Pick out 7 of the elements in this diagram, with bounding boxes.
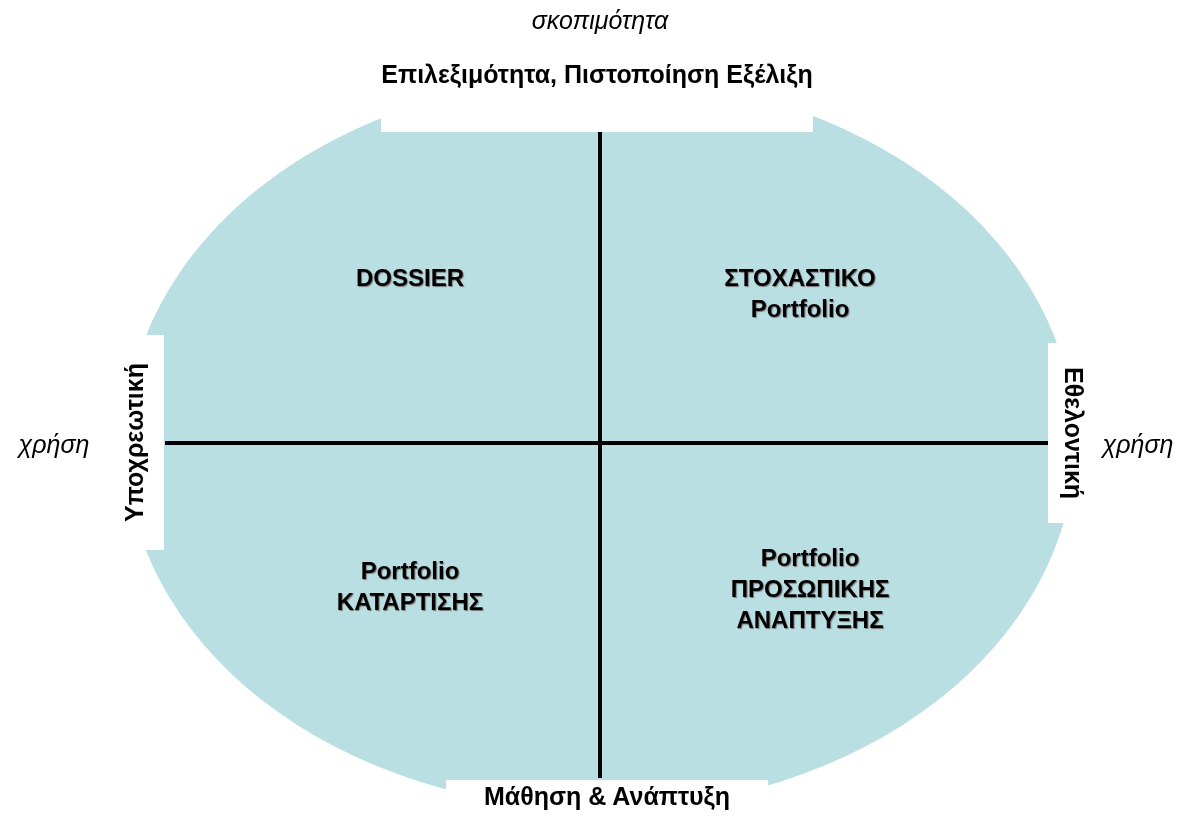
- axis-title: χρήση: [16, 429, 91, 460]
- quadrant-label: Portfolio ΚΑΤΑΡΤΙΣΗΣ: [335, 556, 485, 618]
- axis-title: χρήση: [1100, 429, 1175, 460]
- quadrant-label: DOSSIER: [355, 263, 465, 293]
- quadrant-label: ΣΤΟΧΑΣΤΙΚΟ Portfolio: [723, 263, 877, 325]
- quadrant-label: Portfolio ΠΡΟΣΩΠΙΚΗΣ ΑΝΑΠΤΥΞΗΣ: [729, 543, 891, 636]
- axis-title: σκοπιμότητα: [530, 5, 670, 36]
